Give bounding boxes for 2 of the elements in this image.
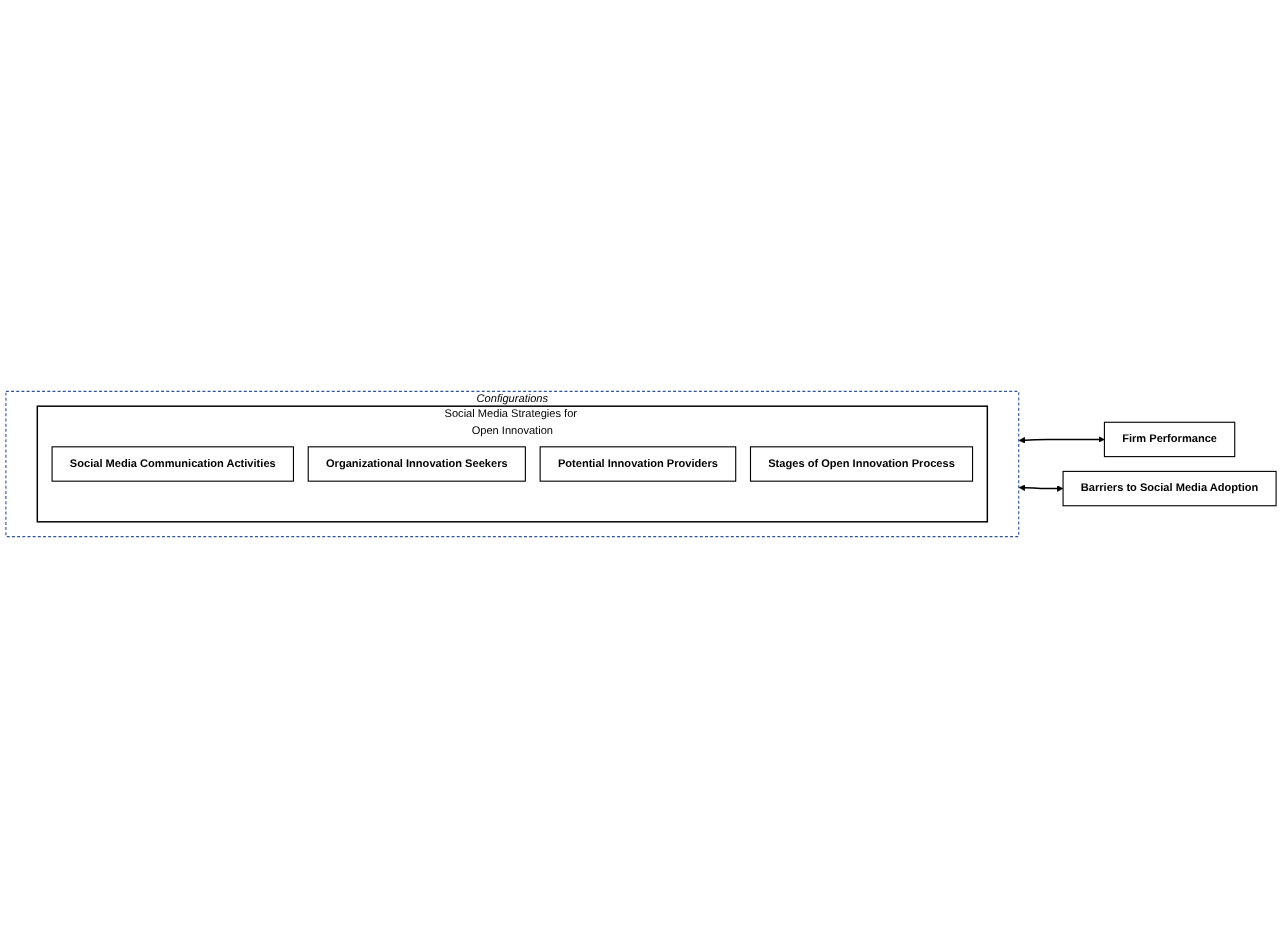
arrow — [1018, 436, 1105, 444]
arrow — [1018, 484, 1064, 492]
